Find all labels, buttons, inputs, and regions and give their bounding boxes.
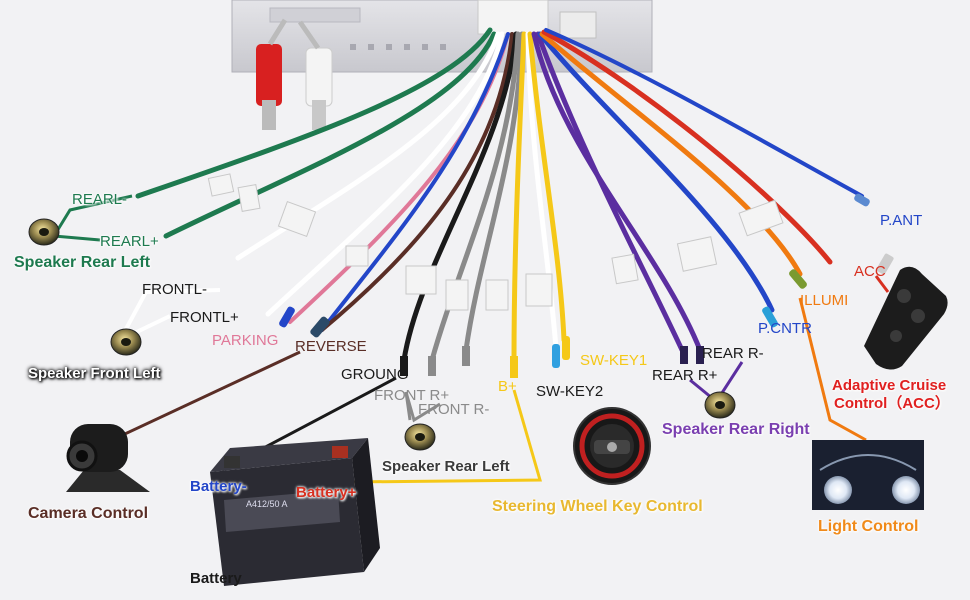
speaker-rear-right — [704, 391, 736, 419]
wire-label-p-cntr: P.CNTR — [758, 320, 812, 337]
wire-label-p-ant: P.ANT — [880, 212, 923, 229]
wire-label-frontl-minus: FRONTL- — [142, 281, 207, 298]
steering-wheel — [573, 407, 651, 485]
caption-adaptive-cruise-line1: Adaptive Cruise — [832, 377, 947, 394]
wire-label-parking: PARKING — [212, 332, 279, 349]
wire-label-sw-key1: SW-KEY1 — [580, 352, 648, 369]
speaker-rear-left-bottom — [404, 423, 436, 451]
caption-battery-minus: Battery- — [190, 478, 247, 495]
caption-speaker-front-left: Speaker Front Left — [28, 365, 161, 382]
wire-label-b-plus: B+ — [498, 378, 517, 395]
wire-label-sw-key2: SW-KEY2 — [536, 383, 604, 400]
wire-tips — [279, 193, 870, 378]
car-battery: A412/50 A — [210, 438, 380, 586]
wire-label-front-r-plus: FRONT R+ — [374, 387, 450, 404]
caption-battery-plus: Battery+ — [296, 484, 357, 501]
caption-camera-control: Camera Control — [28, 505, 149, 522]
caption-adaptive-cruise-line2: Control（ACC） — [834, 395, 950, 412]
caption-battery: Battery — [190, 570, 242, 587]
wire-tags — [207, 173, 784, 311]
wire-label-illumi: ILLUMI — [800, 292, 849, 309]
caption-speaker-rear-left-top: Speaker Rear Left — [14, 254, 151, 271]
speaker-front-left — [110, 328, 142, 356]
caption-speaker-rear-right: Speaker Rear Right — [662, 421, 810, 438]
wire-label-rearl-plus: REARL+ — [100, 233, 159, 250]
caption-steering-wheel-key-control: Steering Wheel Key Control — [492, 498, 703, 515]
caption-speaker-rear-left-bottom: Speaker Rear Left — [382, 458, 510, 475]
wire-label-groung: GROUNG — [341, 366, 409, 383]
rca-connectors — [256, 18, 333, 130]
wire-label-frontl-plus: FRONTL+ — [170, 309, 239, 326]
car-remote-key — [864, 253, 948, 370]
head-unit-back-panel — [231, 0, 653, 73]
wire-label-rear-r-minus: REAR R- — [702, 345, 764, 362]
wire-label-rear-r-plus: REAR R+ — [652, 367, 718, 384]
car-headlight-image — [812, 440, 924, 510]
speaker-rear-left-top — [28, 218, 60, 246]
wire-label-rearl-minus: REARL- — [72, 191, 128, 208]
wire-label-reverse: REVERSE — [295, 338, 367, 355]
battery-model-label: A412/50 A — [246, 499, 288, 509]
wire-label-acc: ACC — [854, 263, 886, 280]
caption-light-control: Light Control — [818, 518, 919, 535]
wire-label-front-r-minus: FRONT R- — [418, 401, 490, 418]
rear-camera — [66, 424, 150, 492]
